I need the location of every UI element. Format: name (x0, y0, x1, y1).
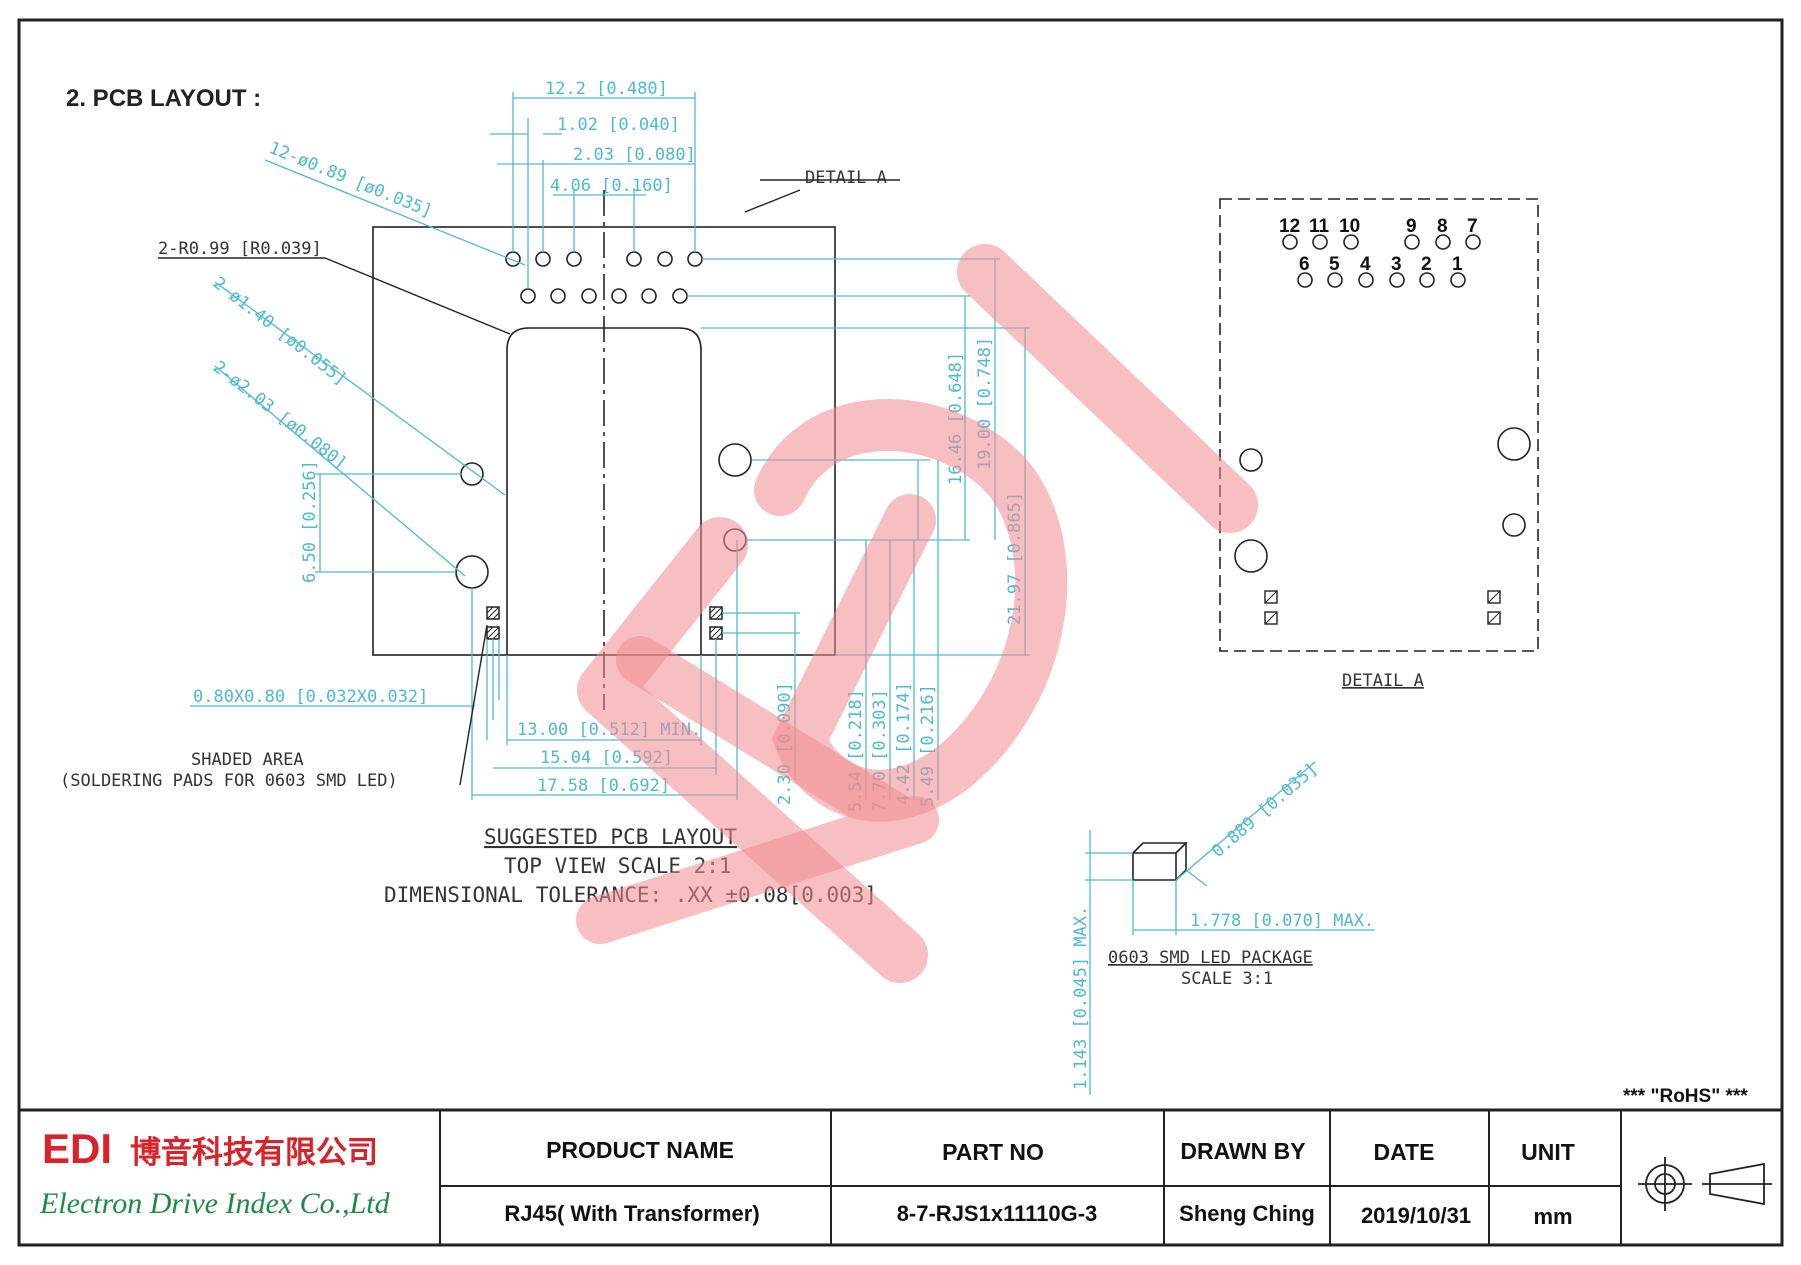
company-logo: EDI (42, 1125, 112, 1172)
rohs-mark: *** "RoHS" *** (1623, 1086, 1748, 1107)
section-title: 2. PCB LAYOUT : (66, 85, 261, 112)
drawn-by-value: Sheng Ching (1179, 1201, 1315, 1226)
edi-watermark (576, 244, 1258, 983)
callout-corner-radius: 2-R0.99 [R0.039] (158, 239, 322, 259)
svg-text:8: 8 (1437, 216, 1448, 237)
svg-text:5: 5 (1329, 254, 1340, 275)
svg-text:6: 6 (1299, 254, 1310, 275)
led-package-scale: SCALE 3:1 (1181, 969, 1273, 989)
top-dimension-lines (490, 92, 696, 289)
svg-text:7: 7 (1467, 216, 1478, 237)
product-name-value: RJ45( With Transformer) (504, 1201, 759, 1226)
detail-a-pin-labels-top: 12 11 10 9 8 7 (1279, 216, 1478, 237)
detail-a-pin-labels-bottom: 6 5 4 3 2 1 (1299, 254, 1463, 275)
led-package-view (1085, 761, 1375, 1095)
led-pads (486, 606, 723, 640)
date-label: DATE (1374, 1139, 1435, 1165)
svg-text:4: 4 (1360, 254, 1371, 275)
layout-caption-title: SUGGESTED PCB LAYOUT (484, 825, 737, 849)
part-no-value: 8-7-RJS1x11110G-3 (897, 1201, 1098, 1226)
dim-pitch-1: 1.02 [0.040] (557, 115, 680, 135)
title-block (17, 1108, 1784, 1247)
product-name-label: PRODUCT NAME (546, 1137, 734, 1163)
part-no-label: PART NO (942, 1139, 1044, 1165)
dim-pitch-3: 4.06 [0.160] (550, 176, 673, 196)
dim-overall-width: 12.2 [0.480] (545, 79, 668, 99)
detail-a-pointer-label: DETAIL A (805, 168, 887, 188)
dim-pitch-2: 2.03 [0.080] (573, 145, 696, 165)
dim-17-58: 17.58 [0.692] (537, 776, 670, 796)
callout-leaders (158, 159, 900, 577)
pad-size-label: 0.80X0.80 [0.032X0.032] (193, 687, 428, 707)
svg-text:3: 3 (1391, 254, 1402, 275)
svg-text:1: 1 (1452, 254, 1463, 275)
date-value: 2019/10/31 (1361, 1203, 1471, 1228)
svg-text:10: 10 (1339, 216, 1360, 237)
led-depth-label: 0.889 [0.035] (1208, 759, 1322, 861)
led-length-label: 1.778 [0.070] MAX. (1190, 911, 1374, 931)
svg-text:2: 2 (1421, 254, 1432, 275)
left-dimension-lines (315, 473, 462, 573)
unit-label: UNIT (1521, 1139, 1575, 1165)
led-package-title: 0603 SMD LED PACKAGE (1108, 948, 1313, 968)
sheet-border (17, 18, 1784, 1247)
company-name-en: Electron Drive Index Co.,Ltd (39, 1187, 391, 1220)
shaded-area-leader (459, 624, 488, 786)
svg-text:11: 11 (1309, 216, 1330, 237)
led-height-label: 1.143 [0.045] MAX. (1071, 906, 1091, 1090)
right-extension-lines (687, 258, 1030, 656)
projection-symbol-icon (1638, 1157, 1772, 1211)
company-name-cn: 博音科技有限公司 (130, 1135, 378, 1171)
svg-text:9: 9 (1406, 216, 1417, 237)
shaded-area-line2: (SOLDERING PADS FOR 0603 SMD LED) (60, 771, 398, 791)
detail-a-caption: DETAIL A (1342, 671, 1424, 691)
detail-a-view (1219, 198, 1539, 652)
shaded-area-line1: SHADED AREA (191, 750, 304, 770)
dim-6-50: 6.50 [0.256] (300, 460, 320, 583)
drawn-by-label: DRAWN BY (1180, 1138, 1305, 1164)
unit-value: mm (1533, 1204, 1572, 1229)
pcb-outline (372, 190, 836, 710)
svg-text:12: 12 (1279, 216, 1300, 237)
callout-small-holes: 12-ø0.89 [ø0.035] (266, 138, 435, 222)
